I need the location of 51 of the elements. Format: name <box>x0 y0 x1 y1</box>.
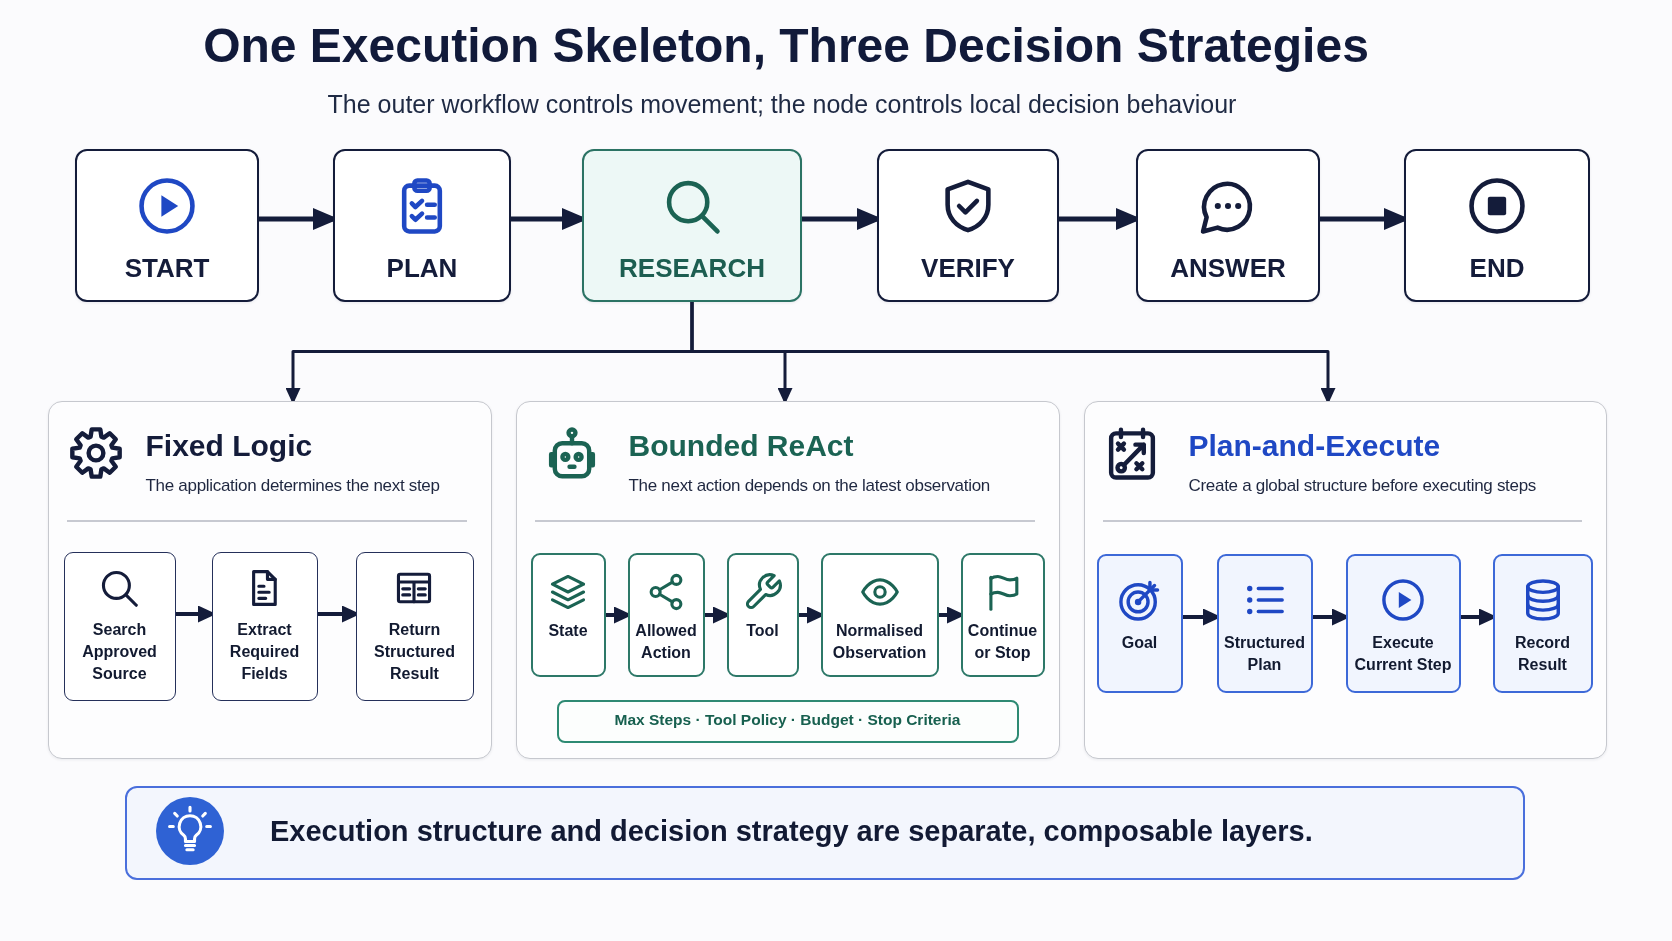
step-label: State <box>548 620 588 641</box>
step-label: Normalised Observation <box>831 620 928 663</box>
process-box <box>877 149 1059 302</box>
step-box <box>726 552 799 677</box>
step-label: Execute Current Step <box>1353 632 1453 675</box>
step-label: Continue or Stop <box>966 620 1039 663</box>
step-label: Record Result <box>1513 632 1572 675</box>
step-box <box>211 551 318 701</box>
step-box <box>1492 553 1593 693</box>
process-box <box>75 149 259 302</box>
stage-label: END <box>1469 253 1525 283</box>
process-box <box>1404 149 1590 302</box>
diagram-title: One Execution Skeleton, Three Decision Strategies <box>203 18 1369 74</box>
constraint-text: Max Steps · Tool Policy · Budget · Stop Criteria <box>614 709 961 730</box>
step-box <box>1345 553 1461 693</box>
step-label: Structured Plan <box>1223 632 1306 675</box>
panel-title: Plan-and-Execute <box>1188 427 1441 464</box>
step-label: Allowed Action <box>634 620 698 663</box>
panel-title: Fixed Logic <box>145 427 313 464</box>
step-box <box>627 552 705 677</box>
step-label: Return Structured Result <box>373 619 456 684</box>
process-box <box>582 149 802 302</box>
stage-label: RESEARCH <box>619 253 765 283</box>
constraints-box <box>556 699 1019 743</box>
stage-label: PLAN <box>386 253 458 283</box>
step-box <box>63 551 176 701</box>
process-box <box>1136 149 1320 302</box>
step-label: Tool <box>746 620 779 641</box>
summary-text: Execution structure and decision strategy are separate, composable layers. <box>270 814 1313 849</box>
stage-label: VERIFY <box>921 253 1015 283</box>
step-box <box>960 552 1045 677</box>
step-box <box>1096 553 1183 693</box>
panel-description: Create a global structure before executing steps <box>1188 474 1537 497</box>
subtitle: The outer workflow controls movement; the node controls local decision behaviour <box>327 89 1237 120</box>
stage-label: START <box>124 253 210 283</box>
stage-label: ANSWER <box>1170 253 1286 283</box>
panel-title: Bounded ReAct <box>628 427 854 464</box>
strategy-panel <box>1084 401 1607 759</box>
panel-description: The next action depends on the latest observation <box>628 474 990 497</box>
step-box <box>820 552 939 677</box>
strategy-panel <box>48 401 492 759</box>
step-box <box>355 551 474 701</box>
panel-description: The application determines the next step <box>145 474 440 497</box>
step-label: Search Approved Source <box>81 619 158 684</box>
step-label: Goal <box>1121 632 1158 653</box>
strategy-panel <box>516 401 1060 759</box>
step-box <box>1216 553 1313 693</box>
step-box <box>530 552 606 677</box>
summary-banner <box>125 786 1525 880</box>
process-box <box>333 149 511 302</box>
step-label: Extract Required Fields <box>228 619 301 684</box>
